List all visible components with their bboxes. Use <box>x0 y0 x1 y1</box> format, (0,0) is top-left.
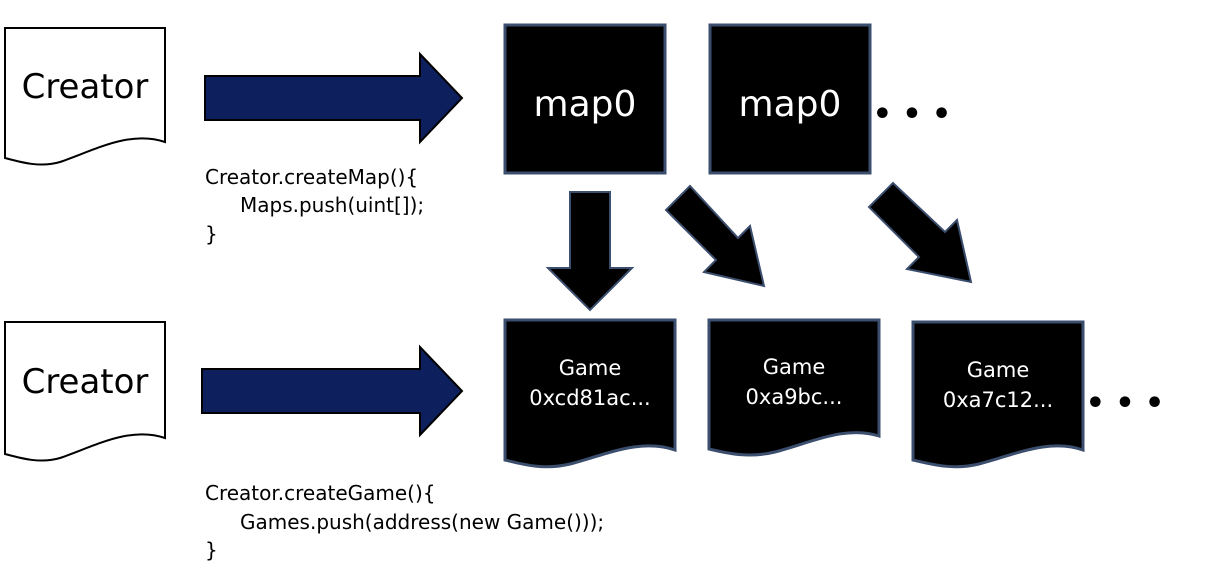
game-document-1-shape <box>503 318 677 469</box>
create-game-code-line-1: Creator.createGame(){ <box>205 481 436 505</box>
create-map-arrow <box>204 51 464 145</box>
game-ellipsis: • • • <box>1086 386 1164 421</box>
create-game-code-line-3: } <box>205 538 218 562</box>
creator-document-bottom-shape <box>4 321 166 462</box>
map-box-1-shape <box>503 23 667 175</box>
create-map-code-line-2: Maps.push(uint[]); <box>240 193 424 217</box>
game-document-2-shape <box>707 318 881 457</box>
map-to-game-arrow-down <box>545 191 635 312</box>
creator-document-top: Creator <box>4 27 166 166</box>
game-document-1: Game 0xcd81ac... <box>503 318 677 469</box>
map-box-1-label: map0 <box>534 84 637 125</box>
map-to-game-arrow-diagonal-2 <box>867 181 973 284</box>
create-map-code-line-3: } <box>205 222 218 246</box>
creator-document-top-shape <box>4 27 166 166</box>
game-document-2-address: 0xa9bc... <box>746 385 843 409</box>
map-ellipsis: • • • <box>873 97 951 132</box>
creator-label-top: Creator <box>22 67 149 107</box>
map-box-2: map0 <box>708 23 872 175</box>
create-map-code-line-1: Creator.createMap(){ <box>205 165 418 189</box>
game-document-1-title: Game <box>559 356 622 380</box>
map-box-2-shape <box>708 23 872 175</box>
map-box-1: map0 <box>503 23 667 175</box>
game-document-3-shape <box>911 320 1085 469</box>
game-document-1-address: 0xcd81ac... <box>529 386 650 410</box>
game-document-2-title: Game <box>763 355 826 379</box>
create-game-code-line-2: Games.push(address(new Game())); <box>240 510 604 534</box>
map-box-2-label: map0 <box>739 84 842 125</box>
create-game-code: Creator.createGame(){ Games.push(address… <box>205 481 604 562</box>
map-to-game-arrow-diagonal-1 <box>664 184 766 288</box>
create-map-code: Creator.createMap(){ Maps.push(uint[]); … <box>205 165 424 246</box>
game-document-3-title: Game <box>967 358 1030 382</box>
creator-label-bottom: Creator <box>22 362 149 402</box>
creator-document-bottom: Creator <box>4 321 166 462</box>
game-document-2: Game 0xa9bc... <box>707 318 881 457</box>
game-document-3: Game 0xa7c12... <box>911 320 1085 469</box>
game-document-3-address: 0xa7c12... <box>943 388 1053 412</box>
create-game-arrow <box>201 344 464 438</box>
